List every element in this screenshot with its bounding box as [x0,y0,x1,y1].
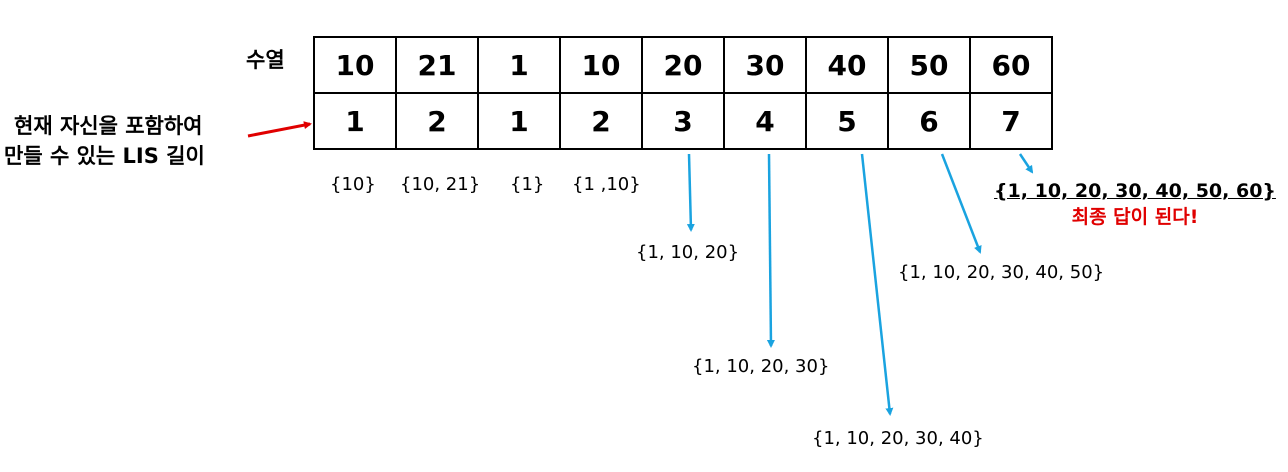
subsequence-label-col2: {10, 21} [400,174,481,195]
lis-row-label-line2: 만들 수 있는 LIS 길이 [4,144,205,168]
connector-arrow-col5 [686,153,695,232]
final-sequence: {1, 10, 20, 30, 40, 50, 60} [994,180,1276,202]
subsequence-label-col5: {1, 10, 20} [636,242,740,263]
sequence-cell: 50 [887,36,971,94]
connector-arrow-col6 [766,153,775,348]
subsequence-label-col3: {1} [510,174,545,195]
lis-length-cell: 2 [395,92,479,150]
lis-length-cell: 5 [805,92,889,150]
sequence-cell: 40 [805,36,889,94]
subsequence-label-col7: {1, 10, 20, 30, 40} [812,428,984,449]
connector-arrow-col8 [940,153,982,254]
sequence-cell: 20 [641,36,725,94]
lis-row-pointer-arrow [247,121,312,138]
connector-arrow-col9 [1018,153,1034,174]
sequence-cell: 1 [477,36,561,94]
sequence-lis-table: 10 21 1 10 20 30 40 50 60 1 2 1 2 3 4 5 … [313,36,1053,150]
lis-length-cell: 1 [313,92,397,150]
sequence-cell: 60 [969,36,1053,94]
lis-length-cell: 7 [969,92,1053,150]
final-answer: {1, 10, 20, 30, 40, 50, 60} 최종 답이 된다! [988,180,1282,229]
subsequence-label-col6: {1, 10, 20, 30} [692,356,830,377]
subsequence-label-col8: {1, 10, 20, 30, 40, 50} [898,262,1105,283]
final-answer-note: 최종 답이 된다! [1071,206,1199,228]
lis-length-cell: 3 [641,92,725,150]
lis-row-label-line1: 현재 자신을 포함하여 [14,114,203,138]
connector-arrow-col7 [860,153,894,416]
subsequence-label-col4: {1 ,10} [572,174,641,195]
sequence-cell: 10 [313,36,397,94]
sequence-cell: 21 [395,36,479,94]
lis-length-row: 1 2 1 2 3 4 5 6 7 [313,92,1053,150]
lis-length-cell: 1 [477,92,561,150]
lis-length-cell: 2 [559,92,643,150]
sequence-cell: 30 [723,36,807,94]
lis-length-cell: 6 [887,92,971,150]
lis-length-cell: 4 [723,92,807,150]
subsequence-label-col1: {10} [330,174,376,195]
sequence-row: 10 21 1 10 20 30 40 50 60 [313,36,1053,94]
sequence-row-label: 수열 [246,48,285,72]
sequence-cell: 10 [559,36,643,94]
